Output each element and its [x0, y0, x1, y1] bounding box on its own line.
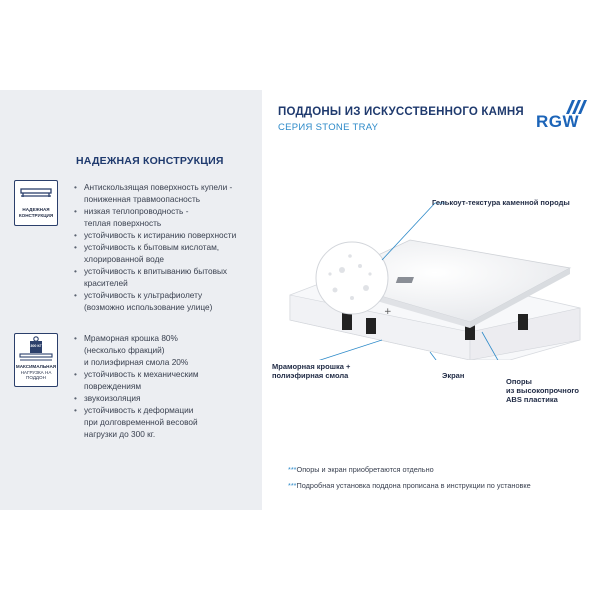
svg-text:+: + — [384, 307, 392, 317]
note-1: ***Опоры и экран приобретаются отдельно — [288, 465, 434, 474]
label-legs-line: Опоры — [506, 377, 532, 386]
badge-caption-2: НАГРУЗКА НА ПОДДОН — [20, 369, 52, 381]
list-item: звукоизоляция — [74, 392, 259, 404]
list-item: устойчивость к механическим — [74, 368, 259, 380]
label-legs: Опоры из высокопрочного ABS пластика — [506, 377, 579, 404]
label-screen: Экран — [442, 371, 465, 380]
badge-caption: НАДЕЖНАЯ КОНСТРУКЦИЯ — [18, 207, 54, 218]
list-item: нагрузки до 300 кг. — [84, 429, 156, 439]
list-item: устойчивость к бытовым кислотам, — [74, 241, 259, 253]
note-2: ***Подробная установка поддона прописана… — [288, 481, 531, 490]
list-item: теплая поверхность — [84, 218, 162, 228]
logo-stripes-icon — [566, 100, 587, 114]
list-item: устойчивость к деформации — [74, 404, 259, 416]
drain — [395, 277, 414, 283]
label-legs-line: ABS пластика — [506, 395, 558, 404]
support-leg — [342, 312, 352, 330]
note-text: Подробная установка поддона прописана в … — [296, 481, 531, 490]
list-item: Антискользящая поверхность купели - — [74, 181, 259, 193]
tray-icon — [15, 181, 57, 203]
label-marble-line: полиэфирная смола — [272, 371, 349, 380]
list-item: при долговременной весовой — [84, 417, 198, 427]
texture-zoom — [315, 241, 389, 315]
label-gelcoat: Гелькоут-текстура каменной породы — [432, 198, 570, 207]
page-subtitle: СЕРИЯ STONE TRAY — [278, 122, 379, 133]
list-item: красителей — [84, 278, 128, 288]
list-item: (возможно использование улице) — [84, 302, 213, 312]
list-item: устойчивость к ультрафиолету — [74, 289, 259, 301]
list-item: повреждениям — [84, 381, 142, 391]
badge-caption: МАКСИМАЛЬНАЯ — [15, 364, 57, 369]
label-legs-line: из высокопрочного — [506, 386, 580, 395]
label-marble: Мраморная крошка + полиэфирная смола — [272, 362, 350, 380]
list-item: устойчивость к истиранию поверхности — [74, 229, 259, 241]
features-list-1: Антискользящая поверхность купели - пони… — [74, 181, 259, 313]
label-marble-line: Мраморная крошка + — [272, 362, 351, 371]
features-list-2: Мраморная крошка 80% (несколько фракций)… — [74, 332, 259, 440]
note-text: Опоры и экран приобретаются отдельно — [296, 465, 434, 474]
list-item: пониженная травмоопасность — [84, 194, 201, 204]
weight-icon: 300 КГ — [15, 334, 57, 364]
list-item: Мраморная крошка 80% — [74, 332, 259, 344]
support-leg — [518, 314, 528, 330]
load-badge: 300 КГ МАКСИМАЛЬНАЯ НАГРУЗКА НА ПОДДОН — [14, 333, 58, 387]
section-title: НАДЕЖНАЯ КОНСТРУКЦИЯ — [76, 155, 224, 167]
support-leg — [465, 324, 475, 340]
logo-text: RGW — [536, 112, 580, 131]
list-item: хлорированной воде — [84, 254, 165, 264]
construction-badge: НАДЕЖНАЯ КОНСТРУКЦИЯ — [14, 180, 58, 226]
list-item: (несколько фракций) — [84, 345, 165, 355]
badge-weight: 300 КГ — [30, 344, 42, 348]
note-stars: *** — [288, 465, 297, 474]
note-stars: *** — [288, 481, 297, 490]
brand-logo: RGW — [536, 96, 590, 136]
list-item: низкая теплопроводность - — [74, 205, 259, 217]
list-item: устойчивость к впитыванию бытовых — [74, 265, 259, 277]
list-item: и полиэфирная смола 20% — [84, 357, 189, 367]
support-leg — [366, 318, 376, 334]
shower-tray-diagram: + — [289, 202, 581, 360]
page-title: ПОДДОНЫ ИЗ ИСКУССТВЕННОГО КАМНЯ — [278, 106, 524, 118]
